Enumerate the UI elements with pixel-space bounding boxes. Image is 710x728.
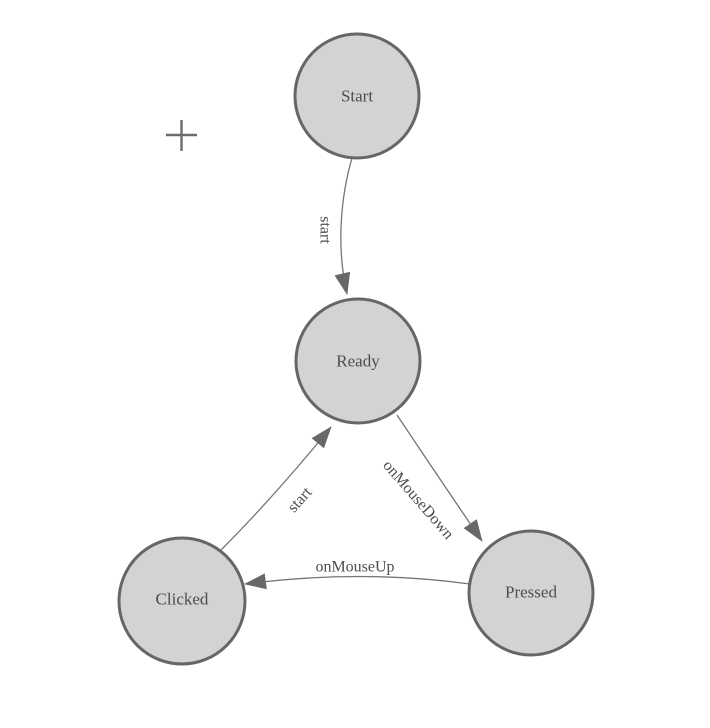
node-ready[interactable]: Ready [294, 297, 422, 425]
edge-label: start [284, 484, 315, 516]
edge-label: start [317, 216, 334, 244]
edge-line[interactable] [396, 414, 483, 542]
node-circle[interactable] [117, 536, 247, 666]
edge-ready-to-pressed: onMouseDown [379, 414, 483, 543]
edge-line[interactable] [244, 573, 471, 590]
edge-pressed-to-clicked: onMouseUp [244, 559, 471, 590]
edge-label: onMouseUp [315, 559, 394, 576]
node-clicked[interactable]: Clicked [117, 536, 247, 666]
node-start[interactable]: Start [293, 32, 421, 160]
node-circle[interactable] [294, 297, 422, 425]
edge-start-to-ready: start [317, 157, 353, 295]
edge-line[interactable] [334, 157, 353, 295]
node-circle[interactable] [467, 529, 595, 657]
node-pressed[interactable]: Pressed [467, 529, 595, 657]
edge-clicked-to-ready: start [219, 426, 332, 552]
node-circle[interactable] [293, 32, 421, 160]
crosshair-icon [166, 120, 197, 151]
edge-line[interactable] [219, 426, 332, 552]
edge-label: onMouseDown [379, 457, 457, 543]
